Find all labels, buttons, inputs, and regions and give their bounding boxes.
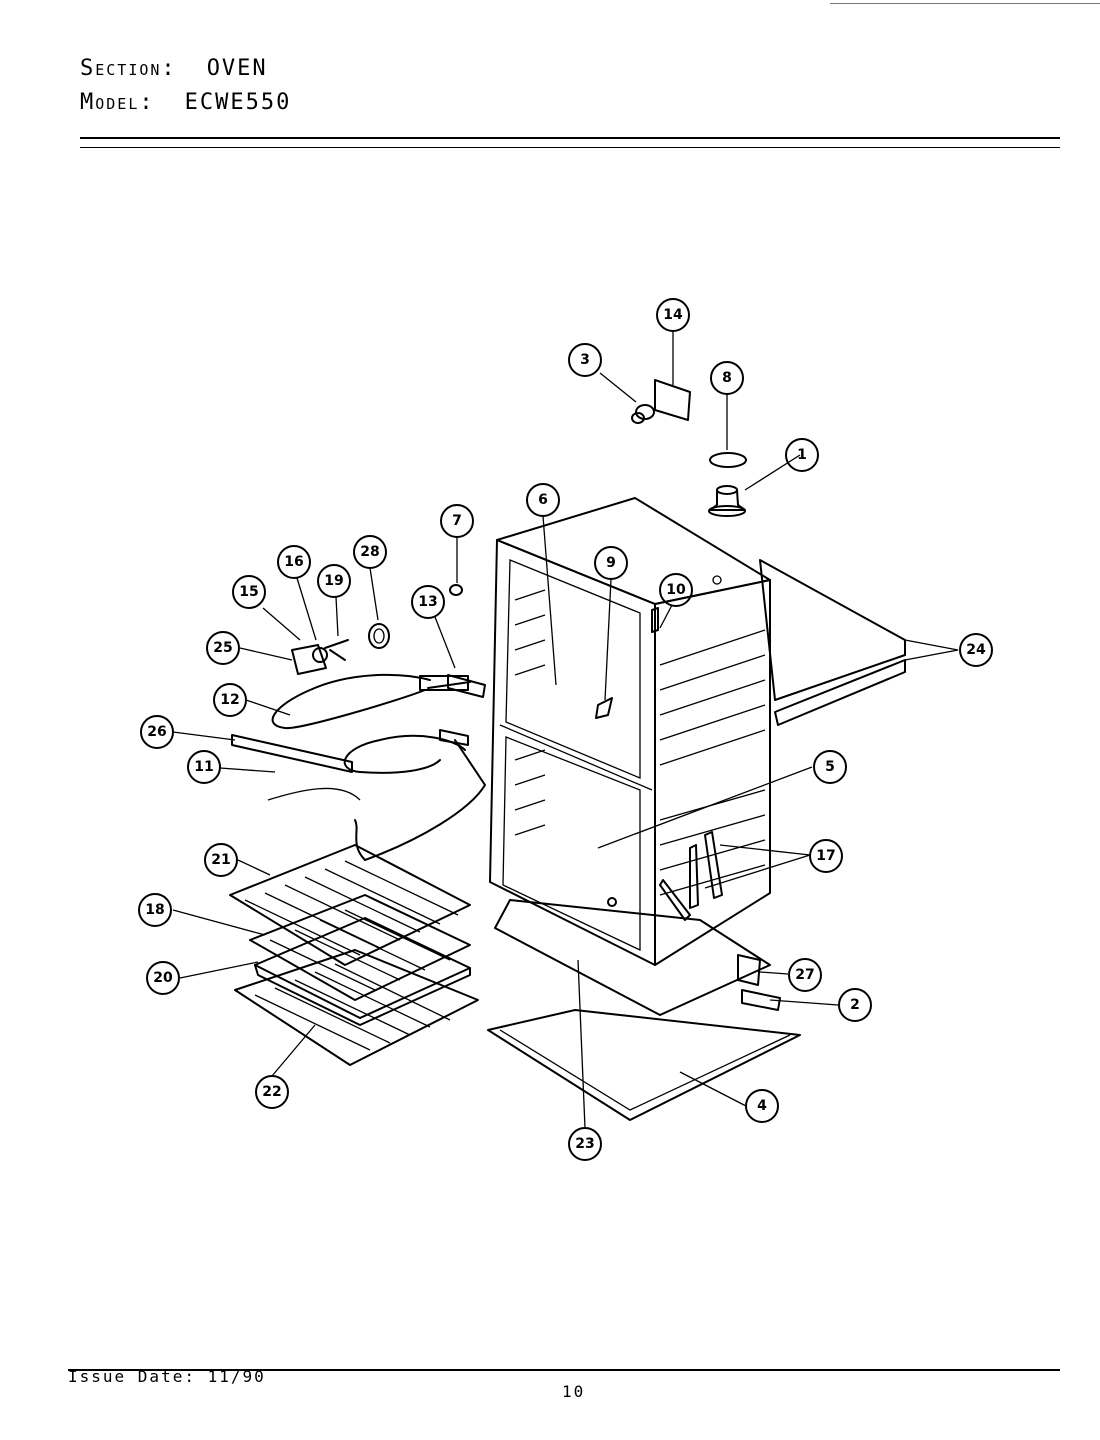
callout-22: 22 [255, 1075, 289, 1109]
callout-6: 6 [526, 483, 560, 517]
svg-text:6: 6 [538, 492, 548, 508]
oven-cabinet [489, 497, 771, 966]
svg-text:4: 4 [757, 1098, 767, 1114]
svg-text:27: 27 [795, 967, 814, 983]
section-label: Section: [80, 56, 177, 81]
callout-4: 4 [745, 1089, 779, 1123]
section-value: OVEN [206, 56, 268, 81]
svg-text:24: 24 [966, 642, 986, 658]
svg-text:25: 25 [213, 640, 232, 656]
callout-3: 3 [568, 343, 602, 377]
element-assembly [231, 584, 659, 861]
model-label: Model: [80, 90, 155, 115]
svg-text:19: 19 [324, 573, 343, 589]
svg-text:8: 8 [722, 370, 732, 386]
callout-25: 25 [206, 631, 240, 665]
svg-text:1: 1 [797, 447, 807, 463]
callout-19: 19 [317, 564, 351, 598]
svg-text:2: 2 [850, 997, 860, 1013]
bottom-parts [487, 831, 801, 1121]
side-trim-pieces [759, 559, 906, 726]
callout-10: 10 [659, 573, 693, 607]
svg-text:5: 5 [825, 759, 835, 775]
header-rule-thin [80, 147, 1060, 148]
svg-text:7: 7 [452, 513, 462, 529]
model-value: ECWE550 [184, 90, 292, 115]
svg-text:26: 26 [147, 724, 166, 740]
callout-14: 14 [656, 298, 690, 332]
svg-text:20: 20 [153, 970, 173, 986]
svg-text:15: 15 [239, 584, 258, 600]
callout-24: 24 [959, 633, 993, 667]
header-rule-thick [80, 137, 1060, 139]
callout-11: 11 [187, 750, 221, 784]
svg-text:16: 16 [284, 554, 303, 570]
top-parts [631, 379, 747, 517]
svg-text:3: 3 [580, 352, 590, 368]
svg-text:13: 13 [418, 594, 437, 610]
top-edge-rule [830, 3, 1100, 4]
svg-text:28: 28 [360, 544, 379, 560]
callout-18: 18 [138, 893, 172, 927]
callout-17: 17 [809, 839, 843, 873]
svg-text:21: 21 [211, 852, 230, 868]
leader-lines [172, 331, 959, 1129]
callout-1: 1 [785, 438, 819, 472]
callout-2: 2 [838, 988, 872, 1022]
footer-rule [68, 1369, 1060, 1371]
model-row: Model: ECWE550 [80, 90, 291, 115]
page-number: 10 [562, 1382, 586, 1401]
callout-21: 21 [204, 843, 238, 877]
callout-28: 28 [353, 535, 387, 569]
callout-5: 5 [813, 750, 847, 784]
callout-9: 9 [594, 546, 628, 580]
callout-13: 13 [411, 585, 445, 619]
svg-text:23: 23 [575, 1136, 594, 1152]
issue-date: Issue Date: 11/90 [68, 1367, 266, 1386]
svg-text:22: 22 [262, 1084, 281, 1100]
callout-8: 8 [710, 361, 744, 395]
svg-text:17: 17 [816, 848, 835, 864]
callout-26: 26 [140, 715, 174, 749]
callout-27: 27 [788, 958, 822, 992]
svg-text:18: 18 [145, 902, 164, 918]
callout-16: 16 [277, 545, 311, 579]
callout-15: 15 [232, 575, 266, 609]
svg-text:9: 9 [606, 555, 616, 571]
callout-20: 20 [146, 961, 180, 995]
callout-12: 12 [213, 683, 247, 717]
svg-text:11: 11 [194, 759, 213, 775]
svg-text:10: 10 [666, 582, 686, 598]
svg-text:14: 14 [663, 307, 683, 323]
callout-7: 7 [440, 504, 474, 538]
svg-text:12: 12 [220, 692, 239, 708]
racks [229, 844, 479, 1066]
callout-23: 23 [568, 1127, 602, 1161]
section-row: Section: OVEN [80, 56, 268, 81]
